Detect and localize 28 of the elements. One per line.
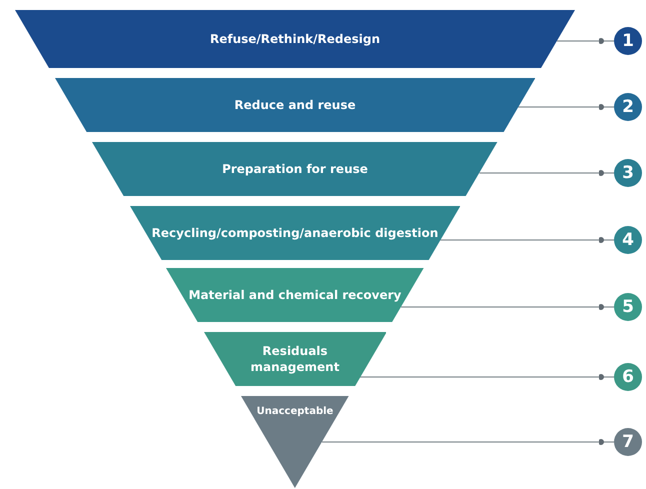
pyramid-band	[166, 268, 424, 322]
leader-line	[440, 237, 614, 243]
band-label: Reduce and reuse	[233, 97, 357, 113]
band-label: Unacceptable	[256, 405, 334, 419]
pyramid-band	[130, 206, 460, 260]
leader-line	[518, 104, 614, 110]
step-number: 5	[614, 293, 642, 321]
pyramid-band	[15, 10, 575, 68]
band-label: Preparation for reuse	[221, 161, 369, 177]
step-number: 4	[614, 226, 642, 254]
band-label: Refuse/Rethink/Redesign	[209, 31, 381, 47]
band-label: Material and chemical recovery	[188, 287, 402, 303]
step-number: 1	[614, 27, 642, 55]
leader-line	[556, 38, 614, 44]
leader-line	[401, 304, 614, 310]
step-number: 7	[614, 428, 642, 456]
step-number: 3	[614, 159, 642, 187]
band-label: Residuals management	[250, 343, 340, 375]
leader-line	[480, 170, 614, 176]
pyramid-band	[204, 332, 386, 386]
step-number: 6	[614, 363, 642, 391]
leader-line	[322, 439, 614, 445]
pyramid-band	[241, 396, 349, 488]
step-number: 2	[614, 93, 642, 121]
pyramid-band	[54, 78, 536, 132]
pyramid-band	[92, 142, 498, 196]
leader-line	[360, 374, 614, 380]
band-label: Recycling/composting/anaerobic digestion	[150, 225, 440, 241]
